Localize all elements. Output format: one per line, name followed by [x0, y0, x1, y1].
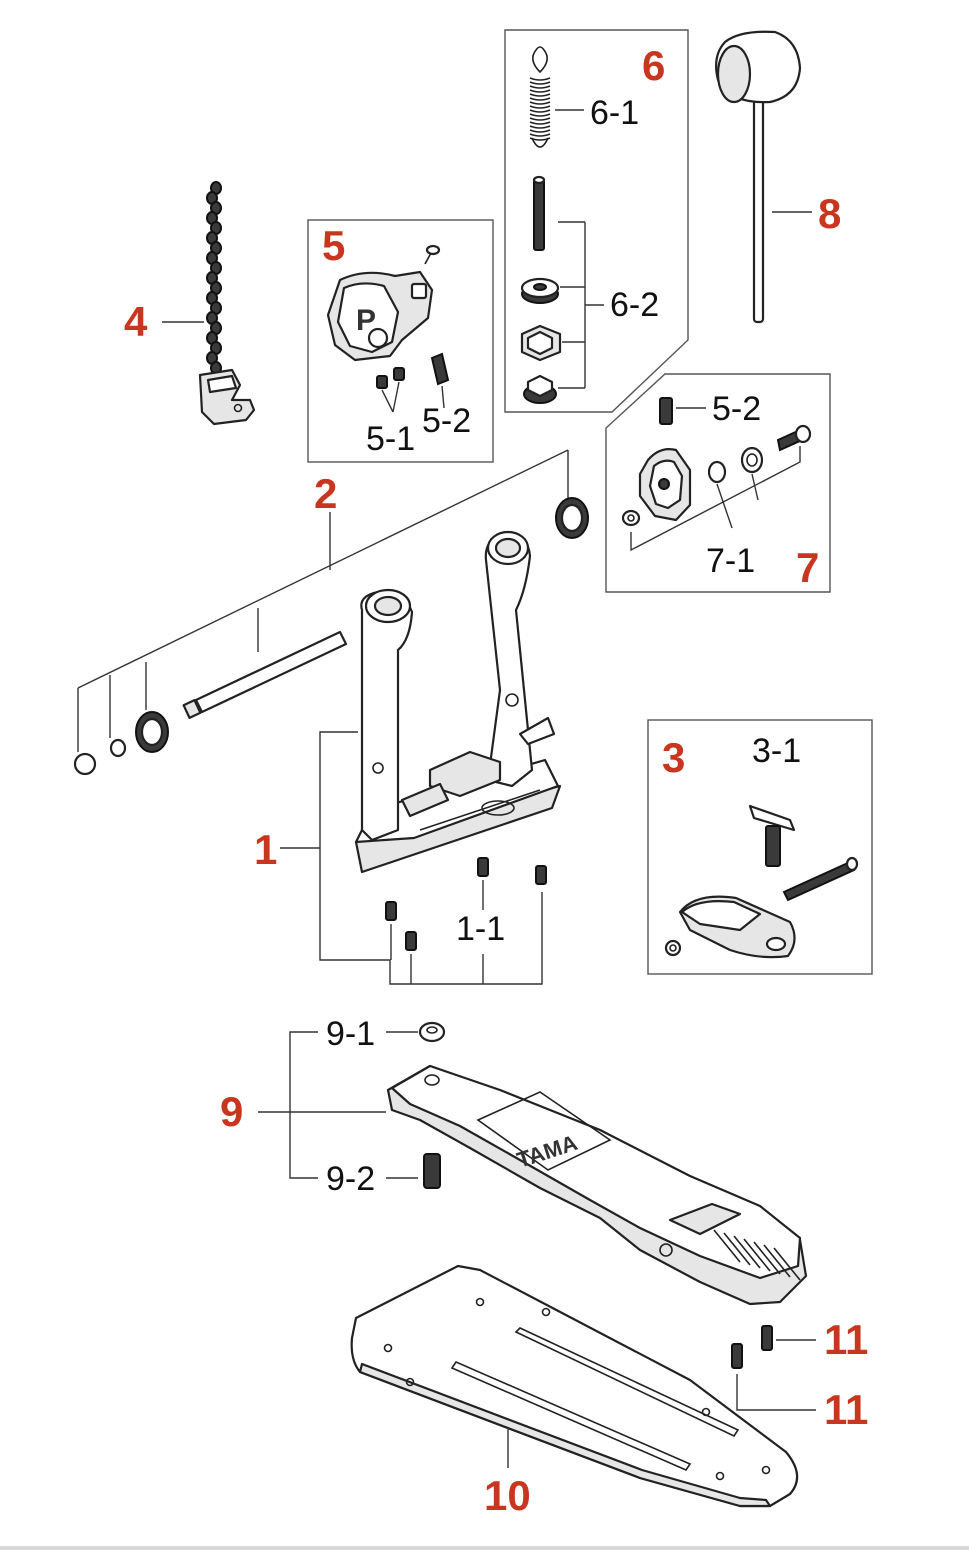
- label-1-1: 1-1: [456, 910, 505, 948]
- screw-5-2: [430, 352, 450, 409]
- part-5-group: P: [307, 219, 494, 463]
- label-6-2: 6-2: [610, 286, 659, 324]
- label-9: 9: [220, 1088, 243, 1135]
- bottom-rule: [0, 1546, 969, 1550]
- cam-plate: [638, 448, 692, 522]
- label-7-1: 7-1: [706, 542, 755, 580]
- spring-nut: [520, 277, 585, 304]
- frame-screws: [385, 857, 547, 951]
- part-11-screws: [731, 1325, 816, 1411]
- label-1: 1: [254, 826, 277, 873]
- label-5-2: 5-2: [422, 402, 471, 440]
- label-3: 3: [662, 734, 685, 781]
- label-8: 8: [818, 190, 841, 237]
- part-4-chain: [162, 181, 256, 426]
- part-6-group: [504, 29, 689, 413]
- label-6: 6: [642, 42, 665, 89]
- clamp-nut: [664, 939, 682, 957]
- cam-bolt: [776, 424, 812, 452]
- label-2: 2: [314, 470, 337, 517]
- label-5: 5: [322, 222, 345, 269]
- cam-spacer: [707, 446, 764, 484]
- label-11-bottom: 11: [824, 1386, 868, 1433]
- sub-labels: 6-1 6-2 5-1 5-2 5-2 7-1 3-1 1-1 9-1 9-2: [326, 94, 801, 1198]
- label-3-1: 3-1: [752, 732, 801, 770]
- label-4: 4: [124, 298, 148, 345]
- long-bolt: [782, 856, 859, 902]
- label-7: 7: [796, 544, 819, 591]
- small-screw: [424, 244, 441, 265]
- label-9-2: 9-2: [326, 1160, 375, 1198]
- label-11-top: 11: [824, 1316, 868, 1363]
- part-8-beater: [715, 30, 812, 324]
- svg-text:P: P: [356, 304, 376, 337]
- spring-cap: [523, 374, 585, 404]
- spring-rod: [532, 175, 585, 251]
- clamp-jaw: [678, 895, 796, 959]
- label-10: 10: [484, 1472, 531, 1519]
- cam-nut: [621, 509, 641, 527]
- grub-screws: [376, 367, 405, 413]
- part-9-footboard: TAMA: [258, 1021, 808, 1306]
- part-7-group: [605, 373, 831, 593]
- part-1-frame: [280, 530, 562, 985]
- label-9-1: 9-1: [326, 1015, 375, 1053]
- spring: [529, 46, 584, 148]
- label-5-1: 5-1: [366, 420, 415, 458]
- label-5-2-cam: 5-2: [712, 390, 761, 428]
- part-2-axle: [73, 449, 589, 776]
- cam-body: P: [326, 270, 434, 362]
- main-labels: 4 5 6 8 2 7 3 1 9 11 11 10: [124, 42, 868, 1519]
- spring-block: [520, 324, 585, 362]
- t-bolt: [748, 804, 796, 867]
- part-10-baseplate: [350, 1264, 799, 1508]
- cam-screw-5-2: [659, 397, 706, 425]
- part-3-group: [647, 719, 873, 975]
- label-6-1: 6-1: [590, 94, 639, 132]
